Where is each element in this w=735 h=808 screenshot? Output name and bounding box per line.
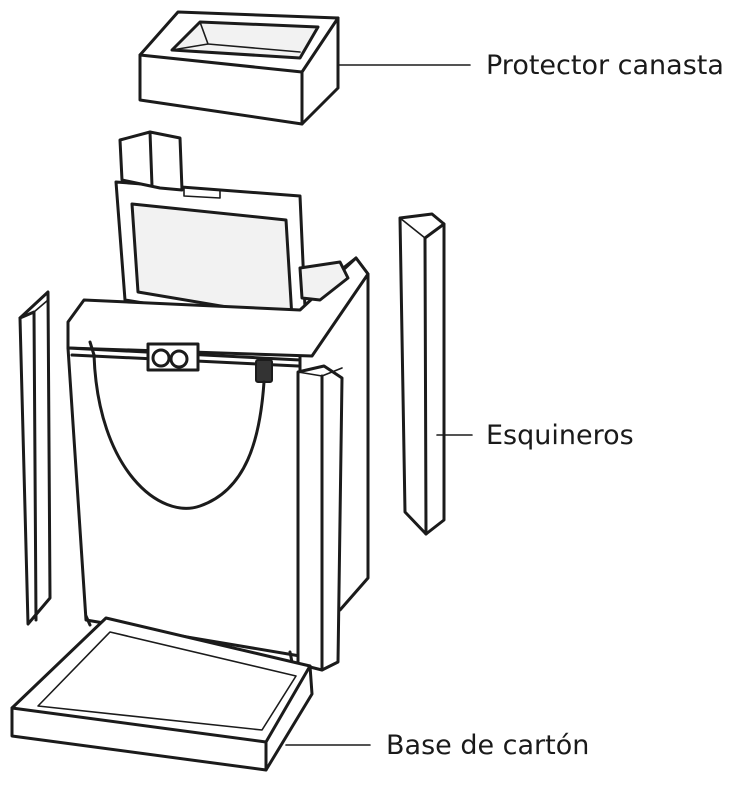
label-cardboard-base: Base de cartón (386, 732, 589, 759)
label-corner-guards: Esquineros (486, 422, 634, 449)
right-corner-guard-illustration (400, 214, 444, 534)
basket-protector-illustration (140, 12, 338, 124)
label-basket-protector: Protector canasta (486, 52, 724, 79)
left-corner-guard-illustration (20, 292, 50, 624)
washing-machine-illustration (68, 132, 368, 670)
